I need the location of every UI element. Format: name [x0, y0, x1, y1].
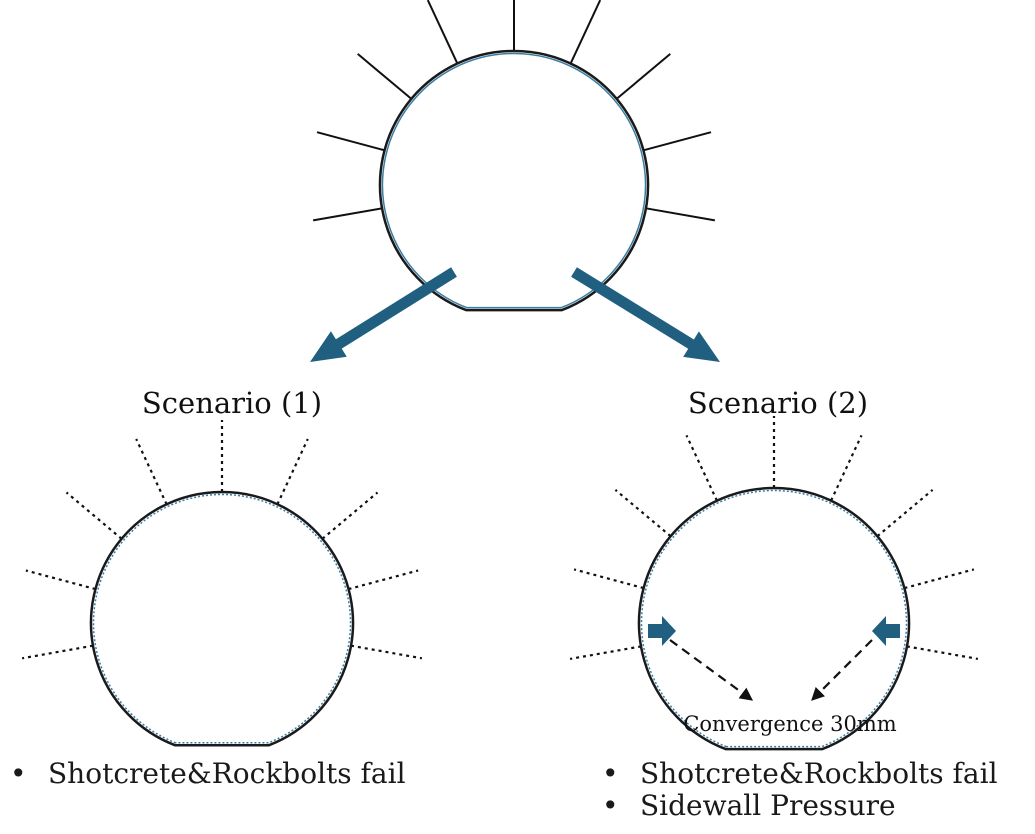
rockbolt	[876, 489, 934, 538]
branch-arrow-left	[310, 267, 457, 362]
rockbolt	[357, 53, 413, 100]
rockbolt	[906, 645, 979, 660]
rockbolt	[830, 434, 863, 502]
rockbolt	[569, 0, 602, 65]
tunnel-scenario-2: Convergence 30mm	[569, 416, 979, 751]
rockbolt	[569, 645, 642, 660]
tunnel-lining-inner	[381, 52, 647, 309]
rockbolt	[615, 53, 671, 100]
tunnel-lining-inner	[640, 489, 908, 748]
rockbolts-failed	[569, 416, 979, 660]
scenario-2-title: Scenario (2)	[688, 386, 868, 420]
rockbolt	[614, 489, 672, 538]
tunnel-lining	[378, 49, 650, 312]
scenario-1-title: Scenario (1)	[142, 386, 322, 420]
rockbolt	[316, 131, 385, 152]
bullet-item: Shotcrete&Rockbolts fail	[596, 760, 998, 792]
rockbolts-intact	[312, 0, 716, 222]
bullet-item: Shotcrete&Rockbolts fail	[4, 760, 406, 792]
rockbolt	[904, 568, 975, 590]
branch-arrow-right	[571, 267, 720, 362]
scenario-1-bullets: Shotcrete&Rockbolts fail	[4, 760, 406, 792]
tunnel-lining-inner	[92, 493, 352, 744]
tunnel-lining	[89, 490, 355, 747]
bullet-item: Sidewall Pressure	[596, 792, 998, 824]
sidewall-pressure-arrow-right	[872, 616, 900, 646]
rockbolt	[312, 207, 383, 222]
sidewall-pressure-arrow-left	[648, 616, 676, 646]
rockbolt	[321, 491, 379, 540]
scenario-2-bullets: Shotcrete&Rockbolts fail Sidewall Pressu…	[596, 760, 998, 824]
rockbolt	[426, 0, 459, 65]
rockbolt	[685, 434, 718, 502]
rockbolts-failed	[21, 420, 423, 660]
rockbolt	[573, 568, 644, 590]
rockbolt	[645, 207, 716, 222]
rockbolt	[65, 491, 123, 540]
rockbolt	[25, 569, 96, 591]
rockbolt	[350, 644, 423, 660]
tunnel-lining	[637, 486, 911, 751]
rockbolt	[643, 131, 712, 152]
tunnel-scenario-1	[21, 420, 423, 747]
rockbolt	[21, 644, 94, 660]
convergence-label: Convergence 30mm	[683, 712, 896, 736]
rockbolt	[135, 438, 168, 505]
convergence-arrow-right	[811, 639, 873, 701]
rockbolt	[276, 438, 309, 505]
convergence-arrow-left	[669, 639, 754, 701]
tunnel-intact	[312, 0, 716, 312]
rockbolt	[348, 569, 419, 591]
